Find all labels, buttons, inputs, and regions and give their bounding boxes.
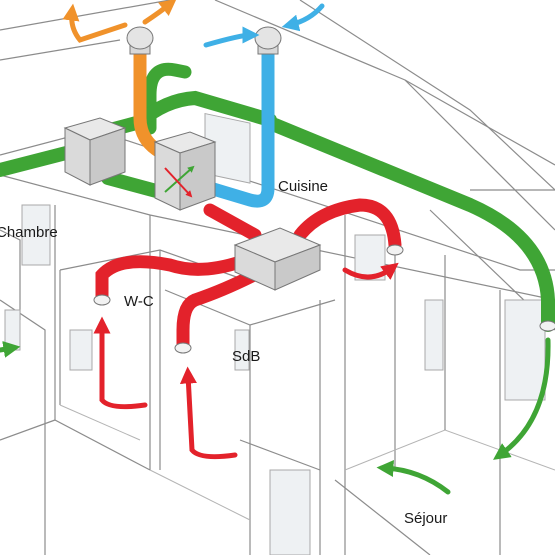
label-chambre: Chambre	[0, 224, 58, 241]
intake-arrow-top-icon	[281, 3, 325, 32]
green-duct-chambre	[0, 145, 77, 177]
red-duct-wc	[95, 255, 247, 305]
flow-arrows	[0, 0, 551, 495]
green-duct-intake	[143, 62, 192, 135]
roof-vent-exhaust	[126, 26, 154, 55]
intake-arrow-icon	[203, 26, 260, 48]
extract-grilles	[93, 244, 555, 354]
extract-arrow-cuisine-icon	[342, 262, 399, 280]
extract-arrow-sdb-icon	[179, 366, 238, 460]
green-duct-link	[101, 171, 167, 199]
extract-arrow-wc-icon	[93, 316, 148, 410]
distribution-box-left	[63, 117, 127, 186]
extract-air-ducts	[95, 198, 402, 352]
green-duct-main	[268, 118, 555, 332]
red-duct-cuisine	[293, 198, 402, 252]
label-wc: W-C	[124, 293, 154, 310]
extraction-box	[233, 227, 322, 291]
intake-air-duct	[203, 45, 275, 208]
exhaust-arrow-icon	[62, 3, 128, 43]
supply-arrow-chambre-icon	[0, 341, 21, 358]
label-sejour: Séjour	[404, 510, 447, 527]
label-cuisine: Cuisine	[278, 178, 328, 195]
supply-arrow-sejour-right-icon	[493, 337, 551, 460]
red-duct-main	[203, 203, 262, 242]
roof-vent-intake	[254, 26, 282, 55]
exhaust-arrow-top-icon	[142, 0, 177, 25]
red-duct-sdb	[176, 265, 267, 352]
heat-recovery-unit	[153, 131, 217, 211]
label-sdb: SdB	[232, 348, 260, 365]
supply-arrow-sejour-icon	[376, 460, 451, 495]
